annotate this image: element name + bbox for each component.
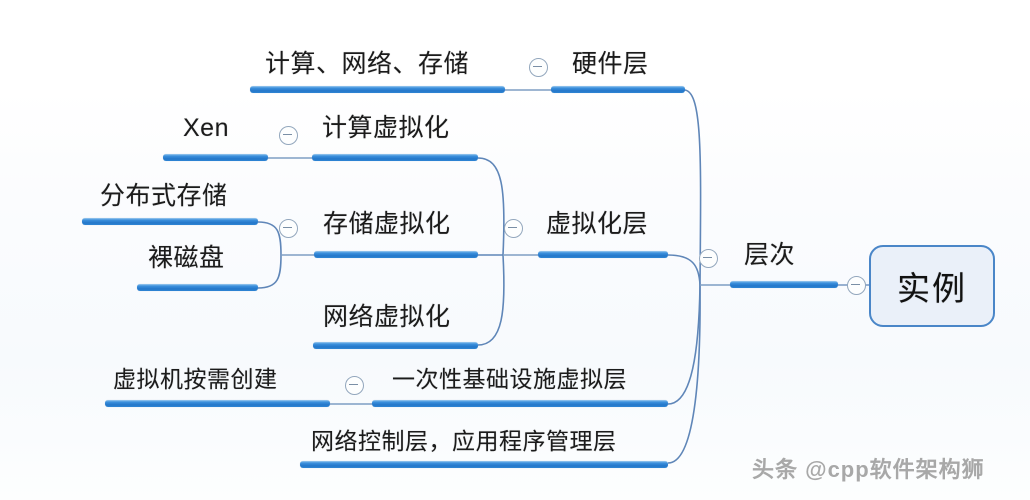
node-compute-virtualization-bar — [312, 154, 478, 161]
node-network-control-layer-label: 网络控制层，应用程序管理层 — [311, 428, 617, 454]
node-level1-label: 层次 — [744, 241, 796, 269]
node-hardware-detail[interactable]: 计算、网络、存储 — [265, 52, 469, 77]
node-hardware-detail-bar — [250, 86, 505, 93]
node-hardware-layer-label: 硬件层 — [572, 50, 649, 78]
collapse-toggle-disposable-icon[interactable] — [345, 376, 364, 395]
node-storage-detail-baredisk-label: 裸磁盘 — [148, 244, 225, 272]
node-compute-virtualization-label: 计算虚拟化 — [322, 114, 450, 142]
collapse-toggle-virtualization-icon[interactable] — [504, 219, 523, 238]
node-network-control-layer-bar — [300, 461, 668, 468]
root-node-label: 实例 — [897, 270, 967, 307]
node-hardware-layer-bar — [551, 86, 685, 93]
node-compute-detail[interactable]: Xen — [183, 116, 229, 141]
node-storage-virtualization-label: 存储虚拟化 — [323, 210, 451, 238]
node-storage-detail-baredisk[interactable]: 裸磁盘 — [148, 246, 225, 271]
node-network-control-layer[interactable]: 网络控制层，应用程序管理层 — [311, 430, 617, 453]
node-virtualization-layer[interactable]: 虚拟化层 — [546, 212, 648, 237]
node-disposable-infra-layer-bar — [372, 400, 668, 407]
node-disposable-infra-detail-label: 虚拟机按需创建 — [113, 366, 278, 392]
node-storage-virtualization[interactable]: 存储虚拟化 — [323, 212, 451, 237]
node-hardware-layer[interactable]: 硬件层 — [572, 52, 649, 77]
node-storage-virtualization-bar — [314, 251, 478, 258]
collapse-toggle-hardware-icon[interactable] — [529, 58, 548, 77]
node-disposable-infra-layer-label: 一次性基础设施虚拟层 — [392, 366, 627, 392]
node-disposable-infra-detail-bar — [105, 400, 330, 407]
collapse-toggle-level1-icon[interactable] — [699, 249, 718, 268]
node-compute-detail-bar — [163, 154, 268, 161]
node-storage-detail-baredisk-bar — [137, 284, 258, 291]
node-storage-detail-distributed-label: 分布式存储 — [100, 182, 228, 210]
node-compute-detail-label: Xen — [183, 114, 229, 142]
collapse-toggle-root-icon[interactable] — [847, 276, 866, 295]
node-disposable-infra-layer[interactable]: 一次性基础设施虚拟层 — [392, 368, 627, 391]
node-storage-detail-distributed[interactable]: 分布式存储 — [100, 184, 228, 209]
node-disposable-infra-detail[interactable]: 虚拟机按需创建 — [113, 368, 278, 391]
node-network-virtualization[interactable]: 网络虚拟化 — [323, 305, 451, 330]
collapse-toggle-compute-icon[interactable] — [279, 126, 298, 145]
node-storage-detail-distributed-bar — [82, 218, 258, 225]
node-network-virtualization-label: 网络虚拟化 — [323, 303, 451, 331]
node-network-virtualization-bar — [313, 342, 478, 349]
collapse-toggle-storage-icon[interactable] — [279, 219, 298, 238]
node-hardware-detail-label: 计算、网络、存储 — [265, 50, 470, 78]
node-level1[interactable]: 层次 — [744, 243, 795, 268]
node-level1-bar — [730, 281, 838, 288]
node-compute-virtualization[interactable]: 计算虚拟化 — [322, 116, 450, 141]
node-virtualization-layer-bar — [538, 251, 668, 258]
root-node[interactable]: 实例 — [869, 245, 995, 327]
watermark: 头条 @cpp软件架构狮 — [752, 457, 985, 482]
node-virtualization-layer-label: 虚拟化层 — [546, 210, 649, 238]
